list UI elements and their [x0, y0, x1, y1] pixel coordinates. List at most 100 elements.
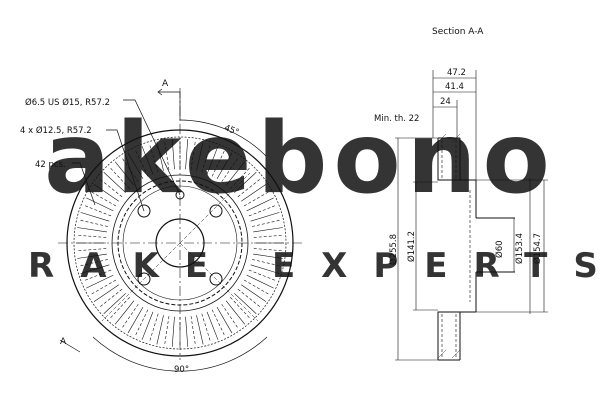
vane-line	[240, 284, 267, 302]
akebono-watermark: akebono BRAKE EXPERTS	[0, 102, 600, 286]
bolt-hole	[137, 272, 151, 286]
vane-line	[234, 172, 257, 193]
vane-line	[196, 315, 204, 345]
vane-line	[103, 172, 126, 193]
vane-line	[252, 219, 282, 227]
vane-line	[134, 309, 149, 337]
vane-line	[98, 288, 123, 309]
vane-line	[121, 303, 139, 330]
vane-line	[127, 152, 144, 180]
vane-line	[230, 297, 251, 320]
vane-line	[149, 313, 159, 343]
center-lines	[58, 88, 305, 360]
vane-line	[225, 161, 246, 186]
vane-line	[211, 309, 226, 337]
vane-line	[196, 141, 204, 171]
angle-arc-90	[92, 336, 268, 372]
vane-line	[225, 300, 246, 325]
section-mark-bottom: A	[60, 337, 67, 347]
callout-leaders	[72, 99, 181, 212]
dia-141-2: Ø141.2	[406, 231, 417, 262]
vane-line	[80, 212, 110, 222]
section-title: Section A-A	[432, 27, 484, 37]
vane-line	[103, 293, 126, 314]
diameter-dimensions	[395, 137, 548, 361]
callout-locating-hole: Ø6.5 US Ø15, R57.2	[25, 97, 110, 108]
vane-line	[185, 316, 189, 347]
vane-line	[201, 143, 211, 173]
vane-line	[246, 274, 274, 289]
vane-line	[234, 293, 257, 314]
section-cut-line	[59, 88, 181, 353]
vane-line	[83, 269, 112, 282]
vane-line	[216, 152, 233, 180]
vane-line	[78, 259, 108, 267]
vane-line	[156, 315, 164, 345]
vane-line	[252, 259, 282, 267]
vane-line	[230, 166, 251, 189]
vane-line	[78, 219, 108, 227]
vane-line	[240, 184, 267, 202]
vane-line	[114, 161, 135, 186]
vane-line	[253, 227, 283, 233]
disc-cross-section	[437, 137, 515, 361]
vane-line	[80, 264, 110, 274]
dim-24: 24	[440, 97, 451, 107]
dim-41-4: 41.4	[445, 82, 464, 92]
bolt-hole	[137, 204, 151, 218]
dim-47-2: 47.2	[447, 68, 466, 78]
vane-line	[171, 139, 175, 170]
vane-line	[250, 212, 280, 222]
vane-line	[190, 140, 196, 170]
bolt-hole	[209, 204, 223, 218]
vane-line	[248, 204, 277, 217]
vane-line	[185, 139, 189, 170]
vane-pattern	[76, 139, 284, 347]
vane-line	[253, 234, 284, 238]
vane-line	[248, 269, 277, 282]
vane-line	[253, 248, 284, 252]
angle-arc-45	[179, 119, 267, 157]
dia-255-8: Ø255.8	[388, 234, 399, 265]
bolt-hole	[209, 272, 223, 286]
vane-line	[156, 141, 164, 171]
vane-line	[206, 311, 219, 340]
vane-line	[86, 274, 114, 289]
vane-line	[216, 306, 233, 334]
vane-line	[141, 311, 154, 340]
vane-line	[253, 253, 283, 259]
section-mark-top: A	[162, 79, 169, 89]
vane-line	[201, 313, 211, 343]
callout-bolt-holes: 4 x Ø12.5, R57.2	[20, 125, 92, 136]
vane-line	[221, 156, 239, 183]
vane-line	[164, 140, 170, 170]
vane-line	[76, 248, 107, 252]
vane-line	[77, 227, 107, 233]
vane-line	[83, 204, 112, 217]
vent-slots	[441, 140, 457, 358]
vane-line	[109, 297, 130, 320]
vane-line	[141, 146, 154, 175]
vane-line	[190, 316, 196, 346]
vane-line	[250, 264, 280, 274]
watermark-tagline: BRAKE EXPERTS	[0, 246, 600, 286]
vane-line	[246, 197, 274, 212]
dia-153-4: Ø153.4	[514, 233, 525, 264]
thickness-dimensions	[432, 70, 477, 180]
vane-line	[164, 316, 170, 346]
vane-line	[149, 143, 159, 173]
radial-line-bottom-right	[179, 242, 259, 322]
angle-label-90: 90°	[174, 365, 189, 375]
vane-line	[127, 306, 144, 334]
vane-line	[76, 234, 107, 238]
vane-line	[114, 300, 135, 325]
watermark-brand: akebono	[44, 102, 556, 216]
section-hatching	[437, 133, 461, 359]
callout-vane-count: 42 pcs.	[35, 160, 66, 170]
dia-60: Ø60	[494, 240, 505, 258]
vane-line	[206, 146, 219, 175]
vane-line	[77, 253, 107, 259]
vane-line	[109, 166, 130, 189]
vane-line	[86, 197, 114, 212]
